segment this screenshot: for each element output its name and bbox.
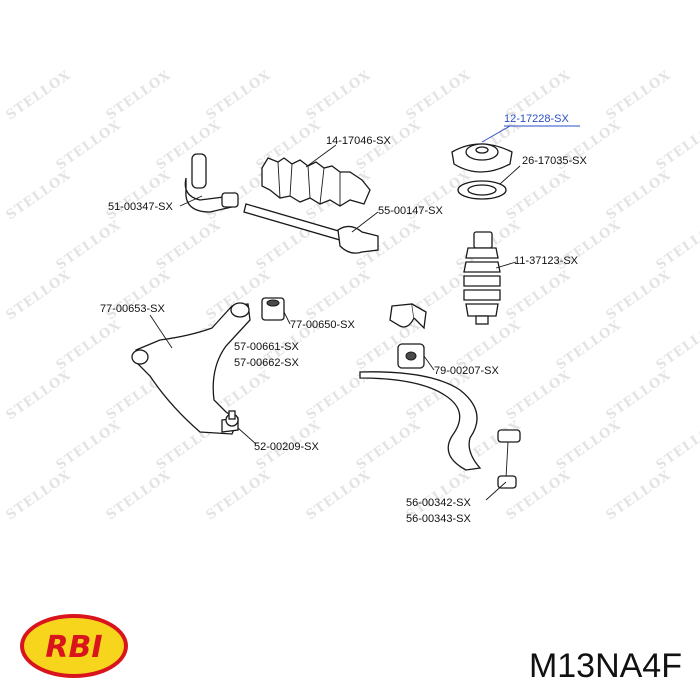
label-link-a: 56-00342-SX — [406, 497, 471, 509]
label-bump-stop: 11-37123-SX — [514, 255, 579, 267]
watermark-text: STELLOX — [554, 318, 624, 374]
label-inner-tie-rod: 55-00147-SX — [378, 205, 443, 217]
label-control-arm: 77-00653-SX — [100, 303, 165, 315]
watermark-text: STELLOX — [204, 68, 274, 124]
ball-joint-part[interactable] — [225, 410, 239, 427]
watermark-text: STELLOX — [54, 118, 124, 174]
watermark-text: STELLOX — [404, 68, 474, 124]
watermark-text: STELLOX — [54, 418, 124, 474]
watermark-text: STELLOX — [54, 218, 124, 274]
watermark-text: STELLOX — [304, 68, 374, 124]
dust-boot-part[interactable] — [261, 157, 371, 207]
label-upper-mount: 12-17228-SX — [504, 113, 569, 125]
watermark-text: STELLOX — [304, 268, 374, 324]
lower-control-arm-part[interactable] — [131, 302, 251, 435]
watermark-text: STELLOX — [604, 268, 674, 324]
part-code: M13NA4F — [528, 647, 682, 685]
watermark-text: STELLOX — [604, 68, 674, 124]
watermark-text: STELLOX — [54, 318, 124, 374]
watermark-text: STELLOX — [4, 268, 74, 324]
watermark-text: STELLOX — [604, 468, 674, 524]
watermark-text: STELLOX — [504, 168, 574, 224]
label-bushing-c: 57-00662-SX — [234, 357, 299, 369]
stabilizer-bar-part[interactable] — [359, 371, 482, 471]
stabilizer-clamp-part[interactable] — [389, 303, 427, 330]
watermark-text: STELLOX — [304, 468, 374, 524]
watermark-text: STELLOX — [104, 168, 174, 224]
rbi-logo: RBI — [20, 614, 128, 678]
inner-tie-rod-part[interactable] — [243, 203, 379, 254]
bearing-part[interactable] — [457, 180, 507, 200]
watermark-text: STELLOX — [504, 368, 574, 424]
watermark-text: STELLOX — [154, 118, 224, 174]
watermark-text: STELLOX — [104, 468, 174, 524]
stabilizer-bushing-part[interactable] — [397, 343, 425, 369]
watermark-text: STELLOX — [354, 418, 424, 474]
label-stab-bushing: 79-00207-SX — [434, 365, 499, 377]
watermark-text: STELLOX — [504, 268, 574, 324]
label-bushing-b: 57-00661-SX — [234, 341, 299, 353]
watermark-text: STELLOX — [4, 468, 74, 524]
watermark-text: STELLOX — [604, 168, 674, 224]
label-bushing-a: 77-00650-SX — [290, 319, 355, 331]
label-dust-boot: 14-17046-SX — [326, 135, 391, 147]
label-ball-joint: 52-00209-SX — [254, 441, 319, 453]
watermark-text: STELLOX — [204, 468, 274, 524]
rbi-logo-text: RBI — [45, 630, 102, 665]
watermark-text: STELLOX — [154, 218, 224, 274]
bump-stop-part[interactable] — [463, 231, 501, 325]
label-link-b: 56-00343-SX — [406, 513, 471, 525]
watermark-text: STELLOX — [554, 418, 624, 474]
tie-rod-end-part[interactable] — [184, 153, 239, 213]
watermark-text: STELLOX — [604, 368, 674, 424]
bushing-77-00650-part[interactable] — [261, 297, 285, 321]
label-bearing: 26-17035-SX — [522, 155, 587, 167]
watermark-text: STELLOX — [4, 168, 74, 224]
watermark-text: STELLOX — [104, 68, 174, 124]
watermark-text: STELLOX — [654, 418, 700, 474]
watermark-text: STELLOX — [654, 118, 700, 174]
watermark-text: STELLOX — [654, 218, 700, 274]
upper-mount-part[interactable] — [451, 143, 513, 173]
label-tie-rod-end: 51-00347-SX — [108, 201, 173, 213]
watermark-text: STELLOX — [654, 318, 700, 374]
watermark-text: STELLOX — [4, 68, 74, 124]
stabilizer-link-part[interactable] — [497, 429, 521, 489]
watermark-text: STELLOX — [4, 368, 74, 424]
